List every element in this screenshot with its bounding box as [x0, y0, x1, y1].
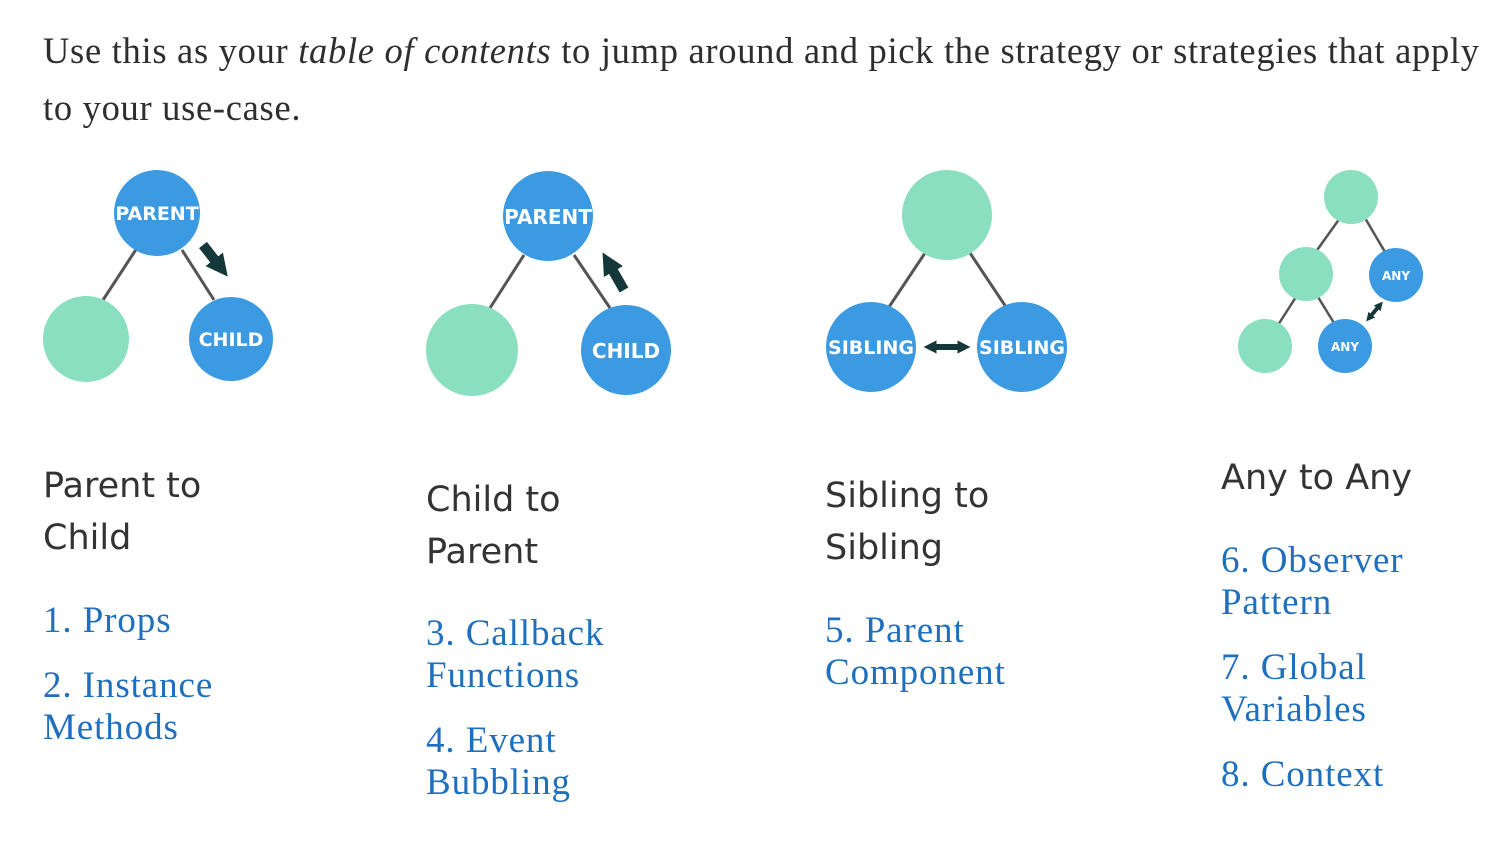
any-node-1	[1369, 248, 1423, 302]
child-node	[189, 297, 273, 381]
child-node-label: CHILD	[592, 339, 660, 363]
down-arrow-icon	[199, 241, 228, 277]
child-node-empty	[426, 304, 518, 396]
intro-text-before: Use this as your	[43, 30, 299, 71]
section-heading-sibling-to-sibling: Sibling to Sibling	[825, 470, 989, 574]
edge-line	[887, 252, 927, 308]
link-context[interactable]: 8. Context	[1221, 754, 1385, 795]
heading-line-1: Parent to	[43, 466, 202, 506]
parent-node-label: PARENT	[504, 205, 592, 229]
edge-line	[1316, 296, 1336, 324]
heading-line-1: Child to	[426, 480, 561, 520]
intro-text-after: to jump around and pick the strategy or …	[43, 30, 1480, 128]
sibling-node-left-label: SIBLING	[828, 337, 914, 359]
any-node-2	[1318, 319, 1372, 373]
edge-line	[968, 252, 1008, 308]
parent-to-child-diagram: PARENT CHILD	[43, 170, 273, 382]
sibling-node-left	[826, 302, 916, 392]
sibling-node-right-label: SIBLING	[979, 337, 1065, 359]
any-to-any-diagram: ANY ANY	[1238, 170, 1423, 373]
heading-line-2: Sibling	[825, 528, 944, 568]
parent-node-empty	[902, 170, 992, 260]
edge-line	[572, 254, 612, 309]
bottom-node-empty	[1238, 319, 1292, 373]
any-node-2-label: ANY	[1331, 340, 1359, 354]
sibling-to-sibling-diagram: SIBLING SIBLING	[826, 170, 1067, 392]
child-node-label: CHILD	[199, 329, 264, 351]
strategy-diagrams: PARENT CHILD PARENT CHILD SIBLING SIBLIN…	[43, 170, 1423, 396]
intro-paragraph: Use this as your table of contents to ju…	[43, 22, 1483, 136]
edge-line	[180, 249, 216, 301]
middle-node-empty	[1279, 247, 1333, 301]
section-heading-parent-to-child: Parent to Child	[43, 460, 201, 564]
child-to-parent-diagram: PARENT CHILD	[426, 171, 671, 396]
parent-node	[114, 170, 200, 256]
child-node	[581, 305, 671, 395]
edge-line	[1313, 217, 1342, 254]
top-node-empty	[1324, 170, 1378, 224]
section-heading-any-to-any: Any to Any	[1221, 452, 1412, 504]
list-item: 1. Props	[43, 600, 213, 642]
heading-line-1: Sibling to	[825, 476, 990, 516]
heading-line-2: Parent	[426, 532, 539, 572]
up-arrow-icon	[602, 252, 629, 293]
edge-line	[488, 254, 526, 309]
heading-line-2: Child	[43, 518, 132, 558]
parent-node	[503, 171, 593, 261]
link-props[interactable]: 1. Props	[43, 600, 172, 641]
child-node-empty	[43, 296, 129, 382]
edge-line	[101, 247, 139, 301]
list-item: 8. Context	[1221, 754, 1404, 796]
any-node-1-label: ANY	[1382, 269, 1410, 283]
sibling-node-right	[977, 302, 1067, 392]
heading-line-1: Any to Any	[1221, 458, 1413, 498]
intro-emphasis: table of contents	[298, 30, 552, 71]
section-heading-child-to-parent: Child to Parent	[426, 474, 561, 578]
parent-node-label: PARENT	[115, 203, 198, 225]
edge-line	[1363, 217, 1387, 253]
edge-line	[1276, 296, 1298, 326]
double-arrow-icon	[1366, 301, 1383, 322]
